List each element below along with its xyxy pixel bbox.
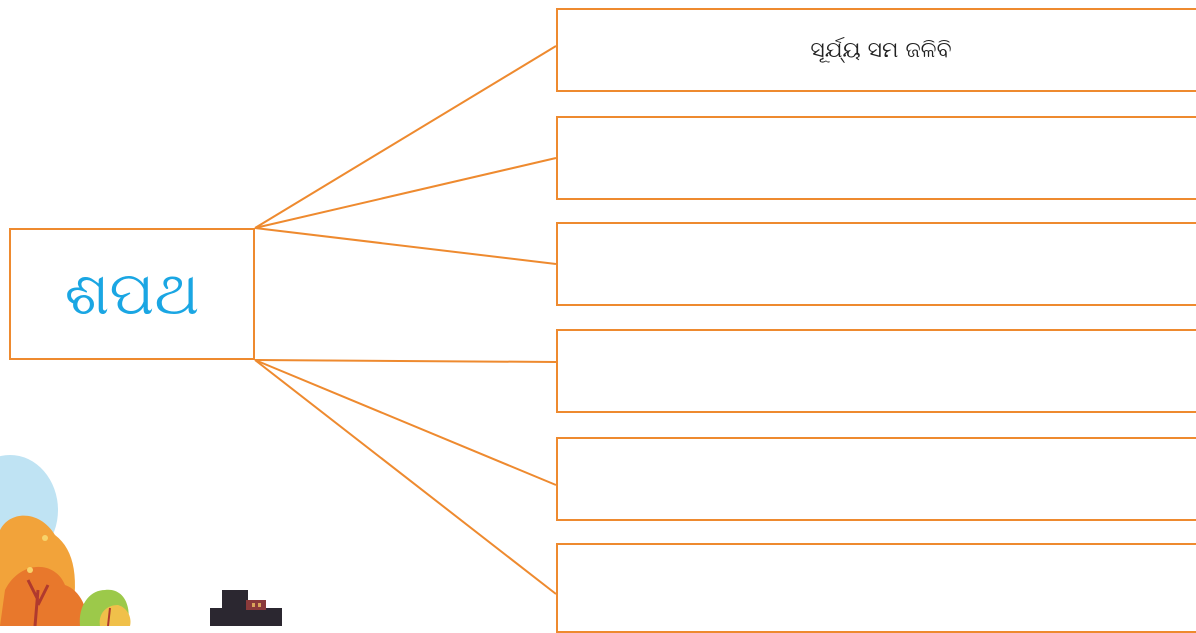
- connector-5: [254, 359, 557, 486]
- branch-box-5: [556, 437, 1196, 521]
- branch-text-1: ସୂର୍ଯ୍ୟ ସମ ଜଳିବି: [810, 37, 952, 63]
- connector-2: [254, 157, 557, 229]
- branch-box-6: [556, 543, 1196, 633]
- branch-box-2: [556, 116, 1196, 200]
- branch-box-1: ସୂର୍ଯ୍ୟ ସମ ଜଳିବି: [556, 8, 1196, 92]
- branch-box-3: [556, 222, 1196, 306]
- autumn-trees-illustration: [0, 455, 282, 626]
- center-node-label: ଶପଥ: [64, 259, 200, 329]
- center-node: ଶପଥ: [9, 228, 255, 360]
- connector-4: [254, 359, 557, 363]
- connector-3: [254, 227, 557, 265]
- branch-box-4: [556, 329, 1196, 413]
- connector-6: [254, 359, 557, 595]
- connector-1: [254, 45, 557, 229]
